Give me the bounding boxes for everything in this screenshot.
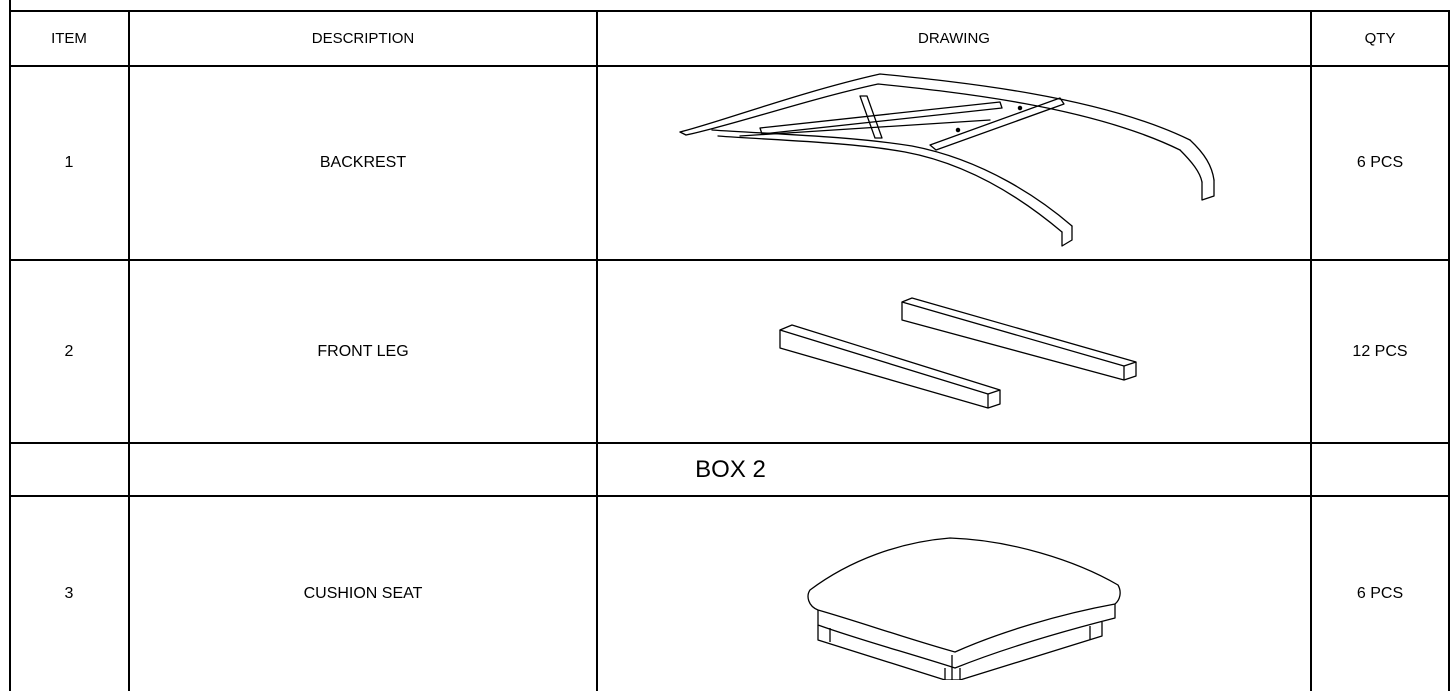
header-description: DESCRIPTION [311,29,415,47]
column-divider [128,10,130,691]
row-divider [10,442,1450,444]
row-divider [10,495,1450,497]
front-leg-pair-icon [770,288,1150,413]
table-border-top [10,10,1450,12]
section-label: BOX 2 [695,455,766,483]
row-qty: 12 PCS [1352,342,1408,360]
header-item: ITEM [51,29,87,47]
row-item-number: 2 [64,342,74,360]
header-qty: QTY [1364,29,1396,47]
column-divider [596,10,598,691]
header-divider [10,65,1450,67]
table-border-left [9,0,11,691]
row-qty: 6 PCS [1356,154,1404,171]
row-description: CUSHION SEAT [303,585,423,602]
table-border-right [1448,10,1450,691]
row-divider [10,259,1450,261]
cushion-seat-icon [800,530,1130,680]
row-item-number: 3 [64,585,74,602]
backrest-frame-icon [670,68,1230,254]
column-divider [1310,10,1312,691]
header-drawing: DRAWING [918,29,990,47]
row-item-number: 1 [64,154,74,171]
row-qty: 6 PCS [1356,585,1404,602]
row-description: FRONT LEG [317,342,409,360]
row-description: BACKREST [319,154,407,171]
